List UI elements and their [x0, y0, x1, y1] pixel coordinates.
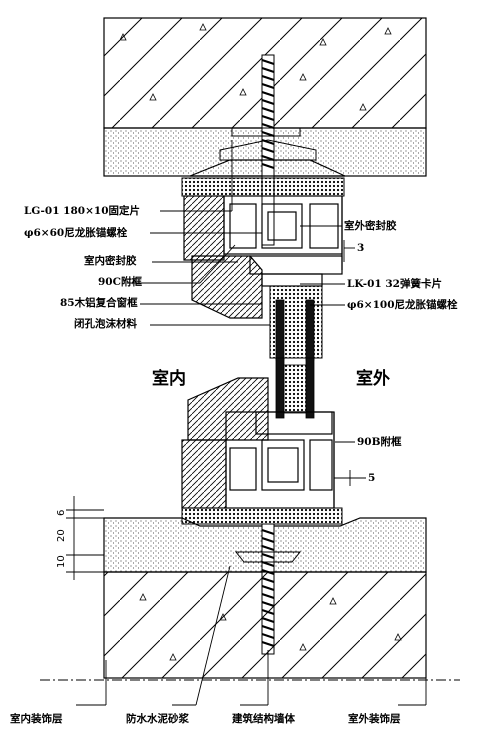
label-spring-clip: LK-01 32弹簧卡片 — [347, 277, 442, 290]
wood-frame-bottom — [181, 377, 269, 509]
label-attached-frame: 90C附框 — [98, 275, 142, 288]
anchor-bolt-top — [261, 54, 275, 246]
label-sash: 90B附框 — [357, 435, 402, 448]
label-anchor-bolt-right: φ6×100尼龙胀锚螺栓 — [347, 298, 458, 311]
dimension-line — [66, 496, 104, 580]
label-gap-5: 5 — [368, 472, 375, 484]
foam-filler-bottom — [181, 507, 343, 525]
label-outer-sealant: 室外密封胶 — [344, 219, 397, 232]
label-exterior-finish: 室外装饰层 — [348, 712, 401, 725]
label-indoor: 室内 — [152, 368, 186, 389]
label-outdoor: 室外 — [356, 368, 390, 389]
dim-10: 10 — [56, 555, 67, 568]
label-structure-wall: 建筑结构墙体 — [231, 712, 295, 725]
leader-lines — [76, 140, 427, 706]
dim-6: 6 — [56, 510, 67, 516]
glass-unit — [269, 285, 323, 419]
wood-frame-top — [183, 195, 263, 319]
dim-20: 20 — [56, 529, 67, 542]
bottom-structure-wall — [103, 571, 427, 679]
label-clip-plate: LG-01 180×10固定片 — [24, 204, 140, 217]
label-inner-sealant: 室内密封胶 — [84, 254, 137, 267]
clip-plate-top — [189, 127, 346, 177]
label-composite-frame: 85木铝复合窗框 — [60, 296, 138, 309]
label-waterproof-mortar: 防水水泥砂浆 — [126, 712, 189, 725]
label-foam-filler: 闭孔泡沫材料 — [74, 317, 137, 330]
label-interior-finish: 室内装饰层 — [10, 712, 63, 725]
label-anchor-bolt-top: φ6×60尼龙胀锚螺栓 — [24, 226, 128, 239]
concrete-triangles-top — [119, 23, 392, 111]
label-gap-3: 3 — [357, 242, 364, 254]
foam-filler-top — [181, 177, 345, 197]
